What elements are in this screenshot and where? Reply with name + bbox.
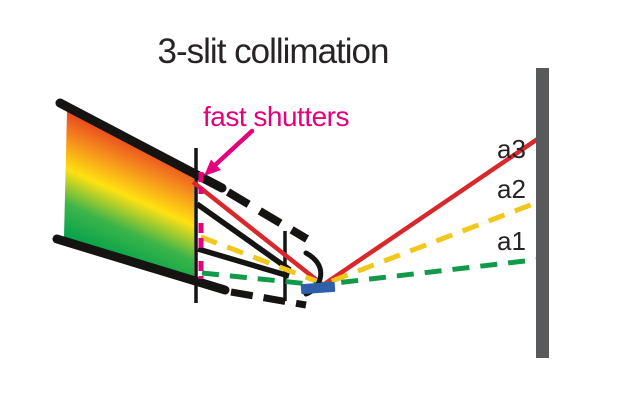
fast-shutters-arrowhead-icon bbox=[204, 159, 221, 176]
diagram-title: 3-slit collimation bbox=[158, 32, 389, 71]
ray-a2-yellow-dashed-line bbox=[200, 198, 542, 287]
ray-label-a3: a3 bbox=[497, 134, 526, 164]
fast-shutters-label: fast shutters bbox=[203, 101, 349, 132]
detector-bar bbox=[536, 68, 549, 358]
sample-marker bbox=[300, 281, 336, 295]
collimator-top-dashed-line bbox=[225, 188, 310, 243]
collimator-bottom-dashed-line bbox=[230, 288, 307, 309]
ray-label-a2: a2 bbox=[497, 174, 526, 204]
collimator-blade-2-line bbox=[197, 246, 290, 279]
spectrum-beam-wedge bbox=[64, 111, 194, 277]
fast-shutters-arrow-line bbox=[210, 128, 255, 170]
collimator-blade-1-line bbox=[195, 201, 292, 273]
ray-label-a1: a1 bbox=[497, 226, 526, 256]
